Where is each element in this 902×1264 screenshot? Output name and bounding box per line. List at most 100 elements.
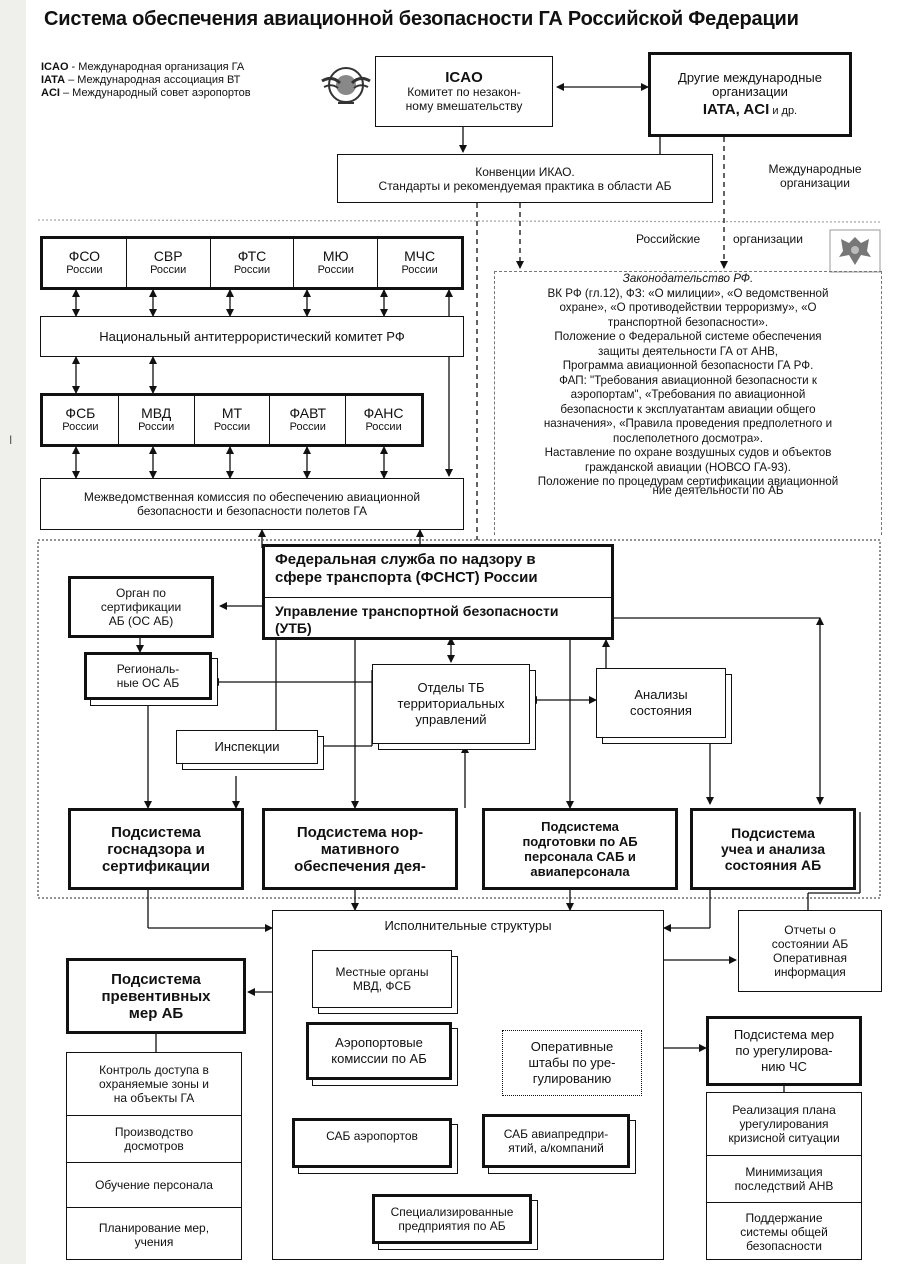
legis-line: охране», «О противодействии терроризму»,…: [559, 301, 817, 314]
executive-structures-title: Исполнительные структуры: [384, 918, 552, 933]
shtaby-line2: штабы по уре-: [528, 1055, 616, 1070]
other-orgs-line1: Другие международные: [678, 70, 822, 85]
icao-title: ICAO: [445, 68, 483, 86]
intl-label-line1: Международные: [768, 162, 862, 176]
commission-line2: безопасности и безопасности полетов ГА: [136, 504, 368, 518]
fsnst-line2: сфере транспорта (ФСНСТ) России: [275, 569, 538, 586]
os-ab-line3: АБ (ОС АБ): [108, 614, 174, 628]
aero-kom-line1: Аэропортовые: [335, 1035, 423, 1050]
legis-line: ние деятельности по АБ: [652, 483, 784, 497]
specialized-enterprises-box: Специализированные предприятия по АБ: [372, 1194, 532, 1244]
certification-body-box: Орган по сертификации АБ (ОС АБ): [68, 576, 214, 638]
left-margin-strip: I: [0, 0, 26, 1264]
russian-label: Российские: [636, 232, 701, 246]
mestnye-line2: МВД, ФСБ: [352, 979, 412, 993]
sub0-line1: Подсистема: [111, 823, 201, 841]
sub1-line2: мативного: [320, 840, 400, 858]
subsystem-preventive: Подсистема превентивных мер АБ: [66, 958, 246, 1034]
operational-headquarters-box: Оперативные штабы по уре- гулированию: [502, 1030, 642, 1096]
fsnst-line1: Федеральная служба по надзору в: [275, 551, 536, 568]
other-orgs-line3: IATA, ACI и др.: [702, 101, 798, 118]
shtaby-line3: гулированию: [532, 1071, 612, 1086]
icao-line1: Комитет по незакон-: [407, 84, 521, 99]
utb-line1: Управление транспортной безопасности: [275, 603, 559, 619]
mestnye-line1: Местные органы: [335, 965, 429, 979]
legend-aci: ACI – Международный совет аэропортов: [41, 87, 251, 99]
subsystem-analysis: Подсистема учеа и анализа состояния АБ: [690, 808, 856, 890]
legis-line: Наставление по охране воздушных судов и …: [544, 446, 832, 459]
russia-coat-of-arms-icon: [829, 229, 881, 273]
analizy-line2: состояния: [630, 703, 692, 718]
reports-line3: Оперативная: [773, 951, 847, 965]
sub1-line3: обеспечения дея-: [294, 857, 426, 875]
regional-line2: ные ОС АБ: [116, 676, 180, 690]
sub3-line3: состояния АБ: [724, 857, 822, 873]
sub2-line2: подготовки по АБ: [522, 834, 638, 849]
legis-line: аэропортам", «Требования по авиационной: [570, 388, 806, 401]
subsystem-emergency: Подсистема мер по урегулирова- нию ЧС: [706, 1016, 862, 1086]
legend-icao: ICAO - Международная организация ГА: [41, 61, 245, 73]
aero-kom-line2: комиссии по АБ: [331, 1051, 427, 1066]
reports-line2: состоянии АБ: [771, 937, 849, 951]
commission-line1: Межведомственная комиссия по обеспечению…: [83, 490, 421, 504]
legislation-block: Законодательство РФ. ВК РФ (гл.12), ФЗ: …: [494, 271, 882, 535]
legis-line: Программа авиационной безопасности ГА РФ…: [562, 359, 814, 372]
os-ab-line1: Орган по: [116, 586, 166, 600]
legis-line: ФАП: "Требования авиационной безопасност…: [559, 373, 817, 387]
sub2-line3: персонала САБ и: [524, 849, 636, 864]
chs-line2: по урегулирова-: [735, 1043, 833, 1058]
conventions-line1: Конвенции ИКАО.: [475, 164, 575, 179]
reports-line4: информация: [774, 965, 846, 979]
sub0-line2: госнадзора и: [107, 840, 205, 858]
os-ab-line2: сертификации: [100, 600, 182, 614]
airline-security-box: САБ авиапредпри- ятий, а/компаний: [482, 1114, 630, 1168]
legis-line: ВК РФ (гл.12), ФЗ: «О милиции», «О ведом…: [547, 286, 829, 300]
legis-line: Положение о Федеральной системе обеспече…: [554, 330, 822, 343]
inspections-box: Инспекции: [176, 730, 318, 764]
legis-line: послеполетного досмотра».: [613, 431, 763, 445]
sub3-line1: Подсистема: [731, 825, 815, 841]
other-international-orgs-box: Другие международные организации IATA, A…: [648, 52, 852, 137]
international-orgs-label: Международные организации: [755, 162, 875, 190]
subsystem-regulatory: Подсистема нор- мативного обеспечения де…: [262, 808, 458, 890]
regional-cert-box: Региональ- ные ОС АБ: [84, 652, 212, 700]
legis-line: назначения», «Правила проведения предпол…: [543, 417, 833, 430]
icao-committee-box: ICAO Комитет по незакон- ному вмешательс…: [375, 56, 553, 127]
prev-line3: мер АБ: [128, 1004, 184, 1022]
organizations-label: организации: [733, 232, 803, 246]
sab-avia-line2: ятий, а/компаний: [508, 1141, 604, 1155]
spec-line2: предприятия по АБ: [398, 1219, 506, 1233]
state-analysis-box: Анализы состояния: [596, 668, 726, 738]
conventions-line2: Стандарты и рекомендуемая практика в обл…: [378, 178, 672, 193]
airport-security-box: САБ аэропортов: [292, 1118, 452, 1168]
reports-line1: Отчеты о: [784, 923, 836, 937]
national-antiterror-committee: Национальный антитеррористический комите…: [40, 316, 464, 357]
subsystem-supervision: Подсистема госнадзора и сертификации: [68, 808, 244, 890]
prev-line1: Подсистема: [111, 970, 201, 988]
sub2-line4: авиаперсонала: [530, 864, 630, 879]
list-item: Обучение персонала: [67, 1163, 241, 1208]
legis-line: транспортной безопасности».: [607, 315, 769, 329]
intl-label-line2: организации: [780, 176, 850, 190]
diagram-title: Система обеспечения авиационной безопасн…: [44, 8, 799, 30]
legis-line: безопасности к эксплуатантам авиации общ…: [560, 402, 816, 416]
sub3-line2: учеа и анализа: [721, 841, 825, 857]
utb-header: Управление транспортной безопасности (УТ…: [265, 598, 611, 637]
sub1-line1: Подсистема нор-: [296, 823, 424, 841]
local-authorities-box: Местные органы МВД, ФСБ: [312, 950, 452, 1008]
analizy-line1: Анализы: [634, 687, 688, 702]
